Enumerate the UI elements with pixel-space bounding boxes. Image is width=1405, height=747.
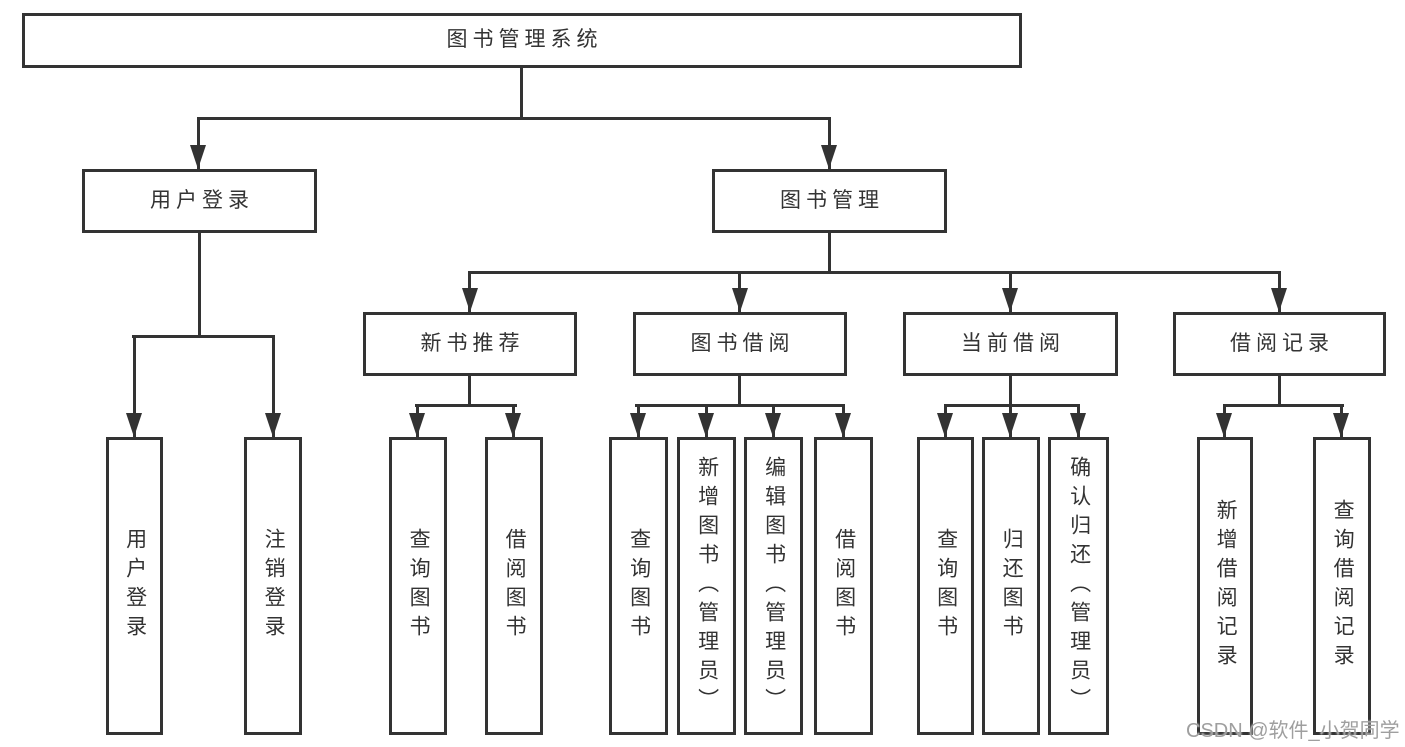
leaf-cb-confirm-return-admin: 确认归还（管理员） <box>1048 437 1109 735</box>
connector-line <box>197 117 831 120</box>
leaf-br-add-record-label: 新增借阅记录 <box>1214 499 1238 673</box>
arrowhead-down-icon <box>190 145 206 169</box>
node-new-book-recommend-label: 新书推荐 <box>420 331 525 355</box>
arrowhead-down-icon <box>732 288 748 312</box>
leaf-bb-add-book-admin: 新增图书（管理员） <box>677 437 736 735</box>
node-borrow-record: 借阅记录 <box>1173 312 1386 376</box>
arrowhead-down-icon <box>937 413 953 437</box>
leaf-logout: 注销登录 <box>244 437 302 735</box>
leaf-cb-return-book: 归还图书 <box>982 437 1040 735</box>
leaf-user-login-label: 用户登录 <box>123 528 147 644</box>
node-user-login: 用户登录 <box>82 169 317 233</box>
leaf-bb-borrow-book-label: 借阅图书 <box>832 528 856 644</box>
arrowhead-down-icon <box>126 413 142 437</box>
node-root-label: 图书管理系统 <box>446 28 603 52</box>
connector-line <box>635 404 845 407</box>
node-book-management: 图书管理 <box>712 169 947 233</box>
arrowhead-down-icon <box>505 413 521 437</box>
arrowhead-down-icon <box>462 288 478 312</box>
leaf-nbr-borrow-book: 借阅图书 <box>485 437 543 735</box>
connector-line <box>828 117 831 169</box>
arrowhead-down-icon <box>630 413 646 437</box>
leaf-nbr-borrow-book-label: 借阅图书 <box>503 528 527 644</box>
node-current-borrow-label: 当前借阅 <box>961 331 1065 355</box>
arrowhead-down-icon <box>765 413 781 437</box>
connector-line <box>1223 404 1344 407</box>
node-borrow-record-label: 借阅记录 <box>1230 331 1334 355</box>
arrowhead-down-icon <box>1002 413 1018 437</box>
arrowhead-down-icon <box>1070 413 1086 437</box>
leaf-bb-edit-book-admin: 编辑图书（管理员） <box>744 437 803 735</box>
node-user-login-label: 用户登录 <box>150 188 254 212</box>
connector-line <box>520 68 523 120</box>
arrowhead-down-icon <box>835 413 851 437</box>
leaf-bb-query-book: 查询图书 <box>609 437 668 735</box>
arrowhead-down-icon <box>821 145 837 169</box>
arrowhead-down-icon <box>1216 413 1232 437</box>
leaf-nbr-query-book-label: 查询图书 <box>407 528 431 644</box>
node-current-borrow: 当前借阅 <box>903 312 1118 376</box>
leaf-cb-return-book-label: 归还图书 <box>1000 528 1024 644</box>
connector-line <box>468 376 471 407</box>
connector-line <box>272 335 275 437</box>
leaf-user-login: 用户登录 <box>106 437 163 735</box>
leaf-br-query-record-label: 查询借阅记录 <box>1331 499 1355 673</box>
leaf-br-add-record: 新增借阅记录 <box>1197 437 1253 735</box>
connector-line <box>1278 376 1281 407</box>
leaf-br-query-record: 查询借阅记录 <box>1313 437 1371 735</box>
connector-line <box>415 404 517 407</box>
leaf-cb-query-book-label: 查询图书 <box>934 528 958 644</box>
leaf-cb-query-book: 查询图书 <box>917 437 974 735</box>
leaf-cb-confirm-return-admin-label: 确认归还（管理员） <box>1067 455 1091 717</box>
node-new-book-recommend: 新书推荐 <box>363 312 577 376</box>
arrowhead-down-icon <box>698 413 714 437</box>
leaf-bb-add-book-admin-label: 新增图书（管理员） <box>695 455 719 717</box>
node-root: 图书管理系统 <box>22 13 1022 68</box>
leaf-bb-edit-book-admin-label: 编辑图书（管理员） <box>762 455 786 717</box>
connector-line <box>468 271 1281 274</box>
leaf-nbr-query-book: 查询图书 <box>389 437 447 735</box>
arrowhead-down-icon <box>1002 288 1018 312</box>
arrowhead-down-icon <box>265 413 281 437</box>
connector-line <box>197 117 200 169</box>
node-book-borrow-label: 图书借阅 <box>690 331 795 355</box>
leaf-bb-borrow-book: 借阅图书 <box>814 437 873 735</box>
arrowhead-down-icon <box>1271 288 1287 312</box>
connector-line <box>738 376 741 407</box>
node-book-borrow: 图书借阅 <box>633 312 847 376</box>
arrowhead-down-icon <box>409 413 425 437</box>
connector-line <box>1009 376 1012 407</box>
connector-line <box>944 404 1080 407</box>
connector-line <box>132 335 275 338</box>
node-book-management-label: 图书管理 <box>780 188 884 212</box>
watermark: CSDN @软件_小贺同学 <box>1186 720 1400 742</box>
connector-line <box>828 233 831 274</box>
connector-line <box>133 335 136 437</box>
connector-line <box>198 233 201 338</box>
leaf-logout-label: 注销登录 <box>262 528 286 644</box>
leaf-bb-query-book-label: 查询图书 <box>627 528 651 644</box>
arrowhead-down-icon <box>1333 413 1349 437</box>
